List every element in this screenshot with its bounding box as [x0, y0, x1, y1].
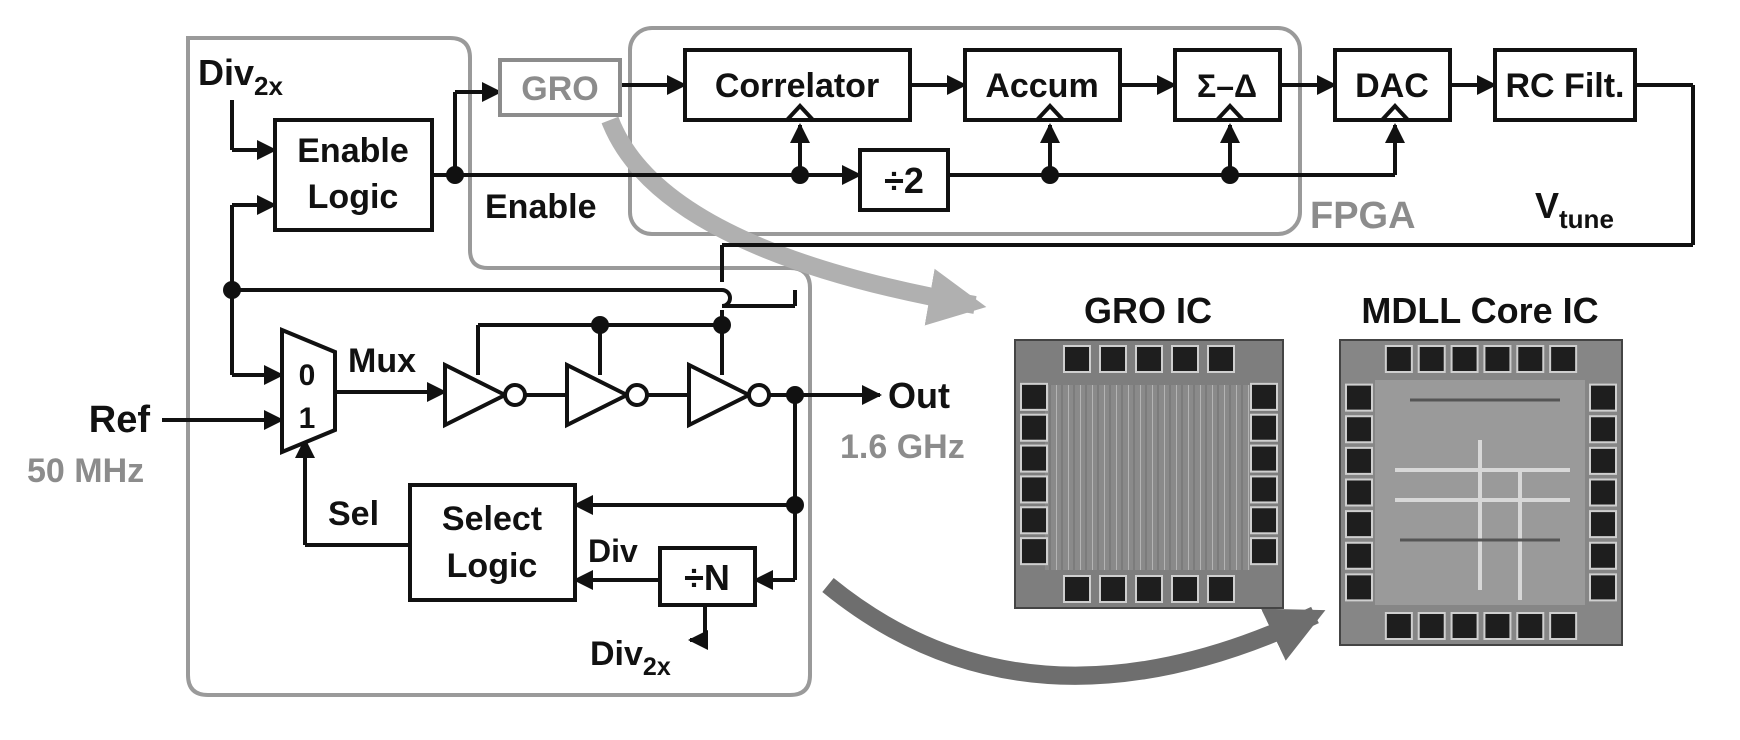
divide-n-label: ÷N [684, 557, 730, 598]
inverter-3 [687, 361, 771, 429]
bond-pad [1099, 575, 1127, 603]
gro-ic-label: GRO IC [1084, 290, 1212, 331]
bond-pad [1417, 345, 1446, 373]
bond-pad [1345, 446, 1373, 475]
bond-pad [1250, 475, 1278, 504]
div-label: Div [588, 533, 638, 569]
bond-pad [1589, 415, 1617, 444]
bond-pad [1417, 612, 1446, 640]
bond-pad [1063, 575, 1091, 603]
vtune-label: Vtune [1535, 185, 1614, 234]
bond-pad [1345, 383, 1373, 412]
accum-clock-edge [1035, 103, 1065, 122]
bond-pad [1345, 510, 1373, 539]
mdll-die-photo [1339, 339, 1623, 646]
gro-label: GRO [521, 70, 598, 108]
bond-pad [1020, 382, 1048, 411]
mux-input-1-label: 1 [299, 402, 316, 435]
bond-pad [1589, 383, 1617, 412]
bond-pad [1589, 541, 1617, 570]
bond-pad [1384, 612, 1413, 640]
bond-pad [1483, 345, 1512, 373]
bond-pad [1020, 506, 1048, 535]
divide-two-label: ÷2 [884, 160, 924, 201]
mux-input-0-label: 0 [299, 359, 316, 392]
gro-die-photo [1014, 339, 1284, 609]
select-logic-label-line1: Select [442, 500, 542, 538]
select-logic-block [408, 483, 577, 602]
bond-pad [1135, 345, 1163, 373]
gro-die-arrow [601, 116, 987, 326]
bond-pad [1020, 444, 1048, 473]
enable-logic-label-line2: Logic [308, 178, 399, 216]
inverter-2 [565, 361, 649, 429]
bond-pad [1516, 612, 1545, 640]
out-freq-label: 1.6 GHz [840, 428, 965, 466]
mux-label: Mux [348, 342, 416, 380]
bond-pad [1250, 413, 1278, 442]
ref-label: Ref [89, 399, 151, 441]
divide-two-block [858, 148, 950, 212]
bond-pad [1207, 575, 1235, 603]
divide-n-block [658, 546, 757, 607]
select-logic-label-line2: Logic [447, 547, 538, 585]
rc-filter-block [1493, 48, 1637, 122]
bond-pad [1250, 506, 1278, 535]
bond-pad [1135, 575, 1163, 603]
bond-pad [1099, 345, 1127, 373]
fpga-outline [628, 26, 1302, 236]
bond-pad [1450, 345, 1479, 373]
bond-pad [1020, 537, 1048, 566]
bond-pad [1063, 345, 1091, 373]
bond-pad [1589, 573, 1617, 602]
sigma-delta-clock-edge [1215, 103, 1245, 122]
div2x-bottom-label: Div2x [590, 635, 671, 681]
fpga-label: FPGA [1310, 195, 1416, 237]
gro-block [498, 58, 622, 117]
enable-logic-block [273, 118, 434, 232]
bond-pad [1516, 345, 1545, 373]
bond-pad [1250, 382, 1278, 411]
mux-block [280, 327, 337, 455]
ref-freq-label: 50 MHz [27, 452, 144, 490]
bond-pad [1345, 415, 1373, 444]
enable-logic-label-line1: Enable [297, 132, 408, 170]
sel-label: Sel [328, 495, 379, 533]
bond-pad [1207, 345, 1235, 373]
bond-pad [1549, 612, 1578, 640]
sigma-delta-label: Σ–Δ [1197, 68, 1257, 104]
bond-pad [1589, 446, 1617, 475]
bond-pad [1345, 541, 1373, 570]
inverter-1 [443, 361, 527, 429]
bond-pad [1250, 537, 1278, 566]
bond-pad [1483, 612, 1512, 640]
bond-pad [1549, 345, 1578, 373]
rc-filter-label: RC Filt. [1506, 67, 1625, 105]
correlator-clock-edge [785, 103, 815, 122]
accum-block [963, 48, 1122, 122]
bond-pad [1171, 345, 1199, 373]
correlator-label: Correlator [715, 67, 879, 105]
bond-pad [1250, 444, 1278, 473]
bond-pad [1020, 475, 1048, 504]
bond-pad [1589, 510, 1617, 539]
bond-pad [1450, 612, 1479, 640]
out-label: Out [888, 375, 950, 416]
bond-pad [1589, 478, 1617, 507]
dac-label: DAC [1355, 67, 1429, 105]
bond-pad [1384, 345, 1413, 373]
junction-dots [223, 166, 1239, 514]
dac-clock-edge [1380, 103, 1410, 122]
bond-pad [1345, 478, 1373, 507]
bond-pad [1345, 573, 1373, 602]
mdll-die-arrow [822, 578, 1326, 685]
div2x-top-label: Div2x [198, 52, 283, 101]
mdll-core-ic-label: MDLL Core IC [1361, 290, 1598, 331]
accum-label: Accum [985, 67, 1098, 105]
enable-signal-label: Enable [485, 188, 596, 226]
bond-pad [1020, 413, 1048, 442]
bond-pad [1171, 575, 1199, 603]
